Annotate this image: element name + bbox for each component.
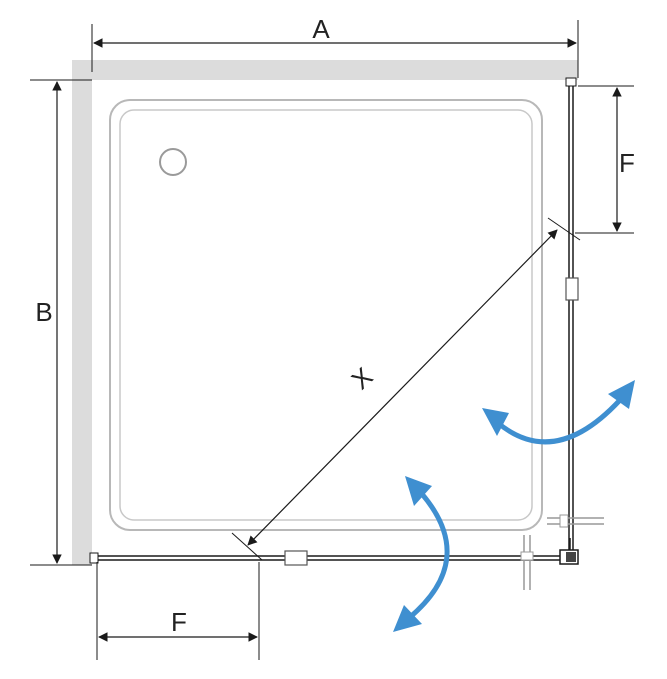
hinge-icon <box>565 277 579 301</box>
handle-icon <box>547 514 604 528</box>
dimension-x-diagonal: X <box>231 217 581 561</box>
dimension-label-a: A <box>312 14 330 44</box>
dimension-f-right: F <box>575 85 635 234</box>
dimension-label-x: X <box>345 361 378 395</box>
drain-icon <box>159 148 187 176</box>
dimension-label-f-right: F <box>619 148 635 178</box>
handle-icon <box>520 535 534 590</box>
dimension-a: A <box>91 14 579 78</box>
dimension-label-b: B <box>35 297 52 327</box>
right-glass-panel <box>565 77 577 560</box>
corner-connector <box>559 538 579 565</box>
back-wall <box>72 60 578 80</box>
curved-double-arrow-icon <box>482 380 635 445</box>
bottom-glass-panel <box>89 552 560 564</box>
curved-double-arrow-icon <box>393 476 450 632</box>
hinge-icon <box>284 550 308 566</box>
dimension-label-f-bottom: F <box>171 607 187 637</box>
dimension-b: B <box>30 79 92 566</box>
side-wall <box>72 60 92 565</box>
dimension-f-bottom: F <box>96 562 260 660</box>
